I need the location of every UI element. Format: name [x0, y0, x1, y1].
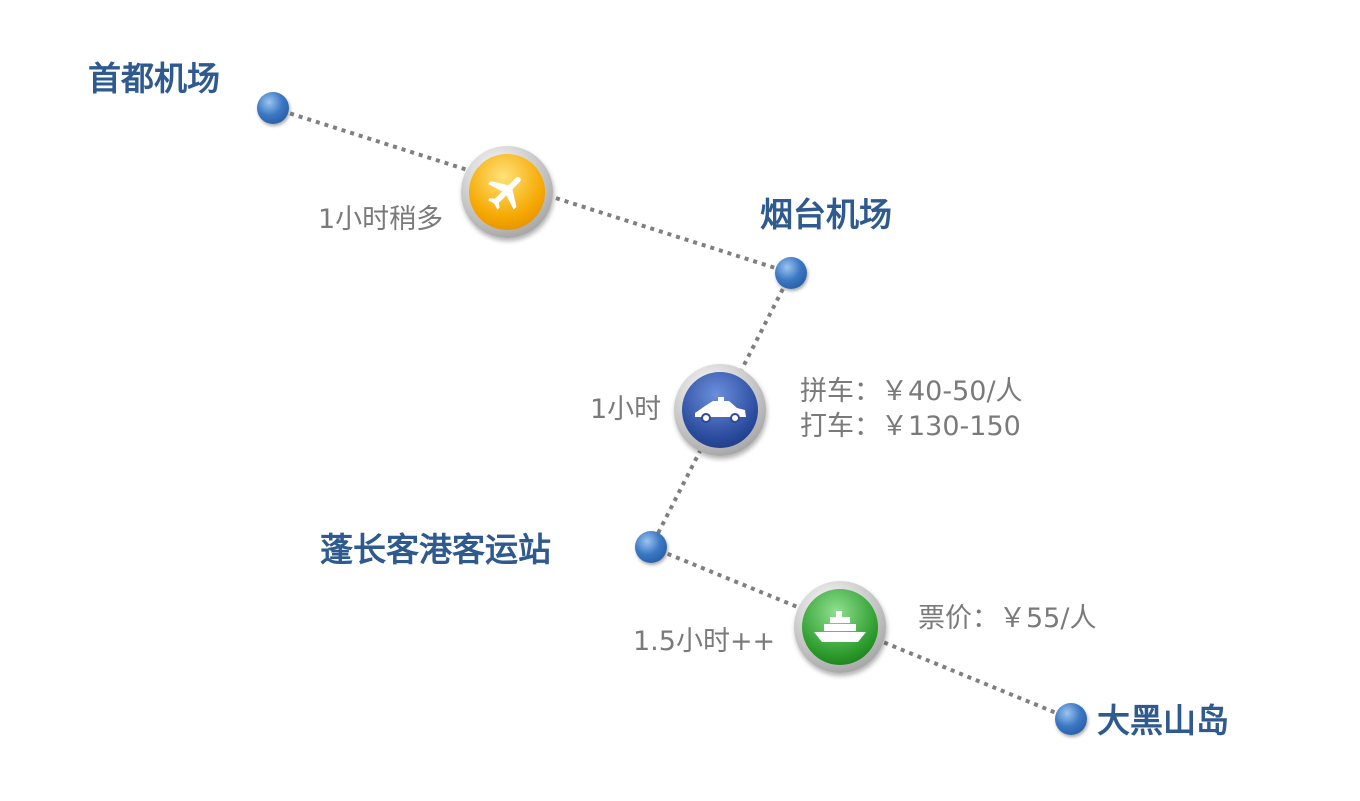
leg-price: 票价：￥55/人 [918, 603, 1097, 634]
stop-marker-yantai-airport [775, 257, 807, 289]
taxi-badge [674, 364, 766, 456]
airplane-badge [461, 146, 553, 238]
leg-duration: 1小时稍多 [318, 204, 444, 235]
leg-duration: 1小时 [590, 394, 662, 425]
ferry-badge [794, 581, 886, 673]
leg-price: 拼车：￥40-50/人 [800, 376, 1023, 407]
stop-marker-penglai-port [635, 531, 667, 563]
taxi-icon [695, 397, 746, 423]
stop-label: 蓬长客港客运站 [320, 530, 551, 569]
stop-marker-daheishan-island [1055, 703, 1087, 735]
stop-label: 首都机场 [88, 59, 220, 98]
leg-price: 打车：￥130-150 [800, 411, 1021, 442]
stop-label: 烟台机场 [760, 195, 892, 234]
stop-marker-beijing-airport [257, 92, 289, 124]
leg-duration: 1.5小时++ [633, 626, 776, 657]
ferry-icon [814, 611, 866, 642]
stop-label: 大黑山岛 [1097, 701, 1229, 740]
airplane-icon [488, 176, 521, 210]
